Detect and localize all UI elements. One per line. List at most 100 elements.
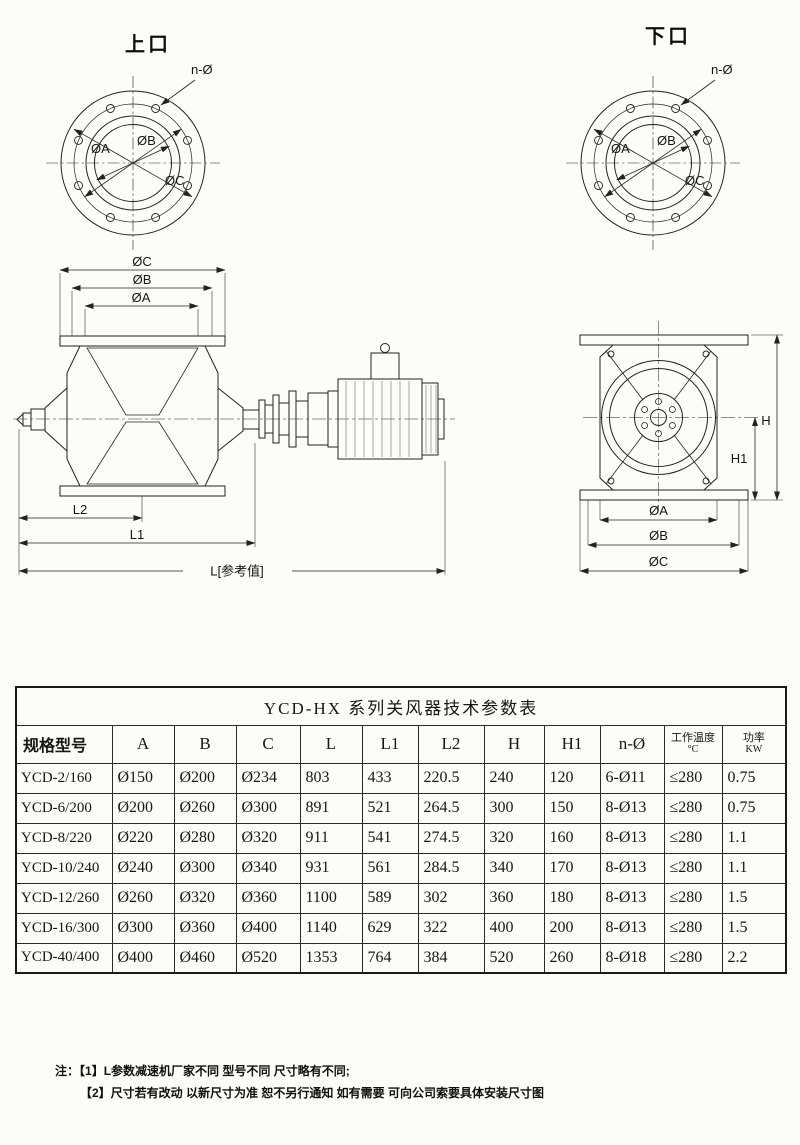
dim-label-dia-c: ØC (685, 173, 705, 188)
note-text-1: 【1】L参数减速机厂家不同 型号不同 尺寸略有不同; (79, 1064, 350, 1078)
col-header-b: B (173, 724, 237, 764)
value-cell: ≤280 (663, 792, 723, 824)
dim-label-h: H (761, 413, 770, 428)
bottom-port-flange-drawing: n-Ø ØA ØB ØC (566, 62, 740, 250)
value-cell: 360 (483, 882, 545, 914)
power-header-line1: 功率 (742, 732, 765, 744)
value-cell: Ø520 (235, 942, 301, 974)
note-prefix: 注： (55, 1064, 80, 1078)
valve-body-outline (59, 335, 226, 497)
value-cell: 8-Ø13 (599, 852, 665, 884)
top-port-title: 上口 (125, 34, 171, 56)
value-cell: 220.5 (417, 762, 485, 794)
bottom-port-title: 下口 (645, 26, 691, 48)
note-text-2: 【2】尺寸若有改动 以新尺寸为准 恕不另行通知 如有需要 可向公司索要具体安装尺… (80, 1086, 545, 1100)
value-cell: 264.5 (417, 792, 485, 824)
dim-label-dia-b: ØB (137, 133, 156, 148)
motor-assembly (337, 343, 445, 460)
value-cell: 589 (361, 882, 419, 914)
value-cell: 200 (543, 912, 601, 944)
bottom-extension-lines (18, 429, 446, 575)
col-header-c: C (235, 724, 301, 764)
value-cell: 764 (361, 942, 419, 974)
value-cell: Ø240 (111, 852, 175, 884)
value-cell: Ø460 (173, 942, 237, 974)
value-cell: Ø260 (111, 882, 175, 914)
value-cell: Ø340 (235, 852, 301, 884)
model-cell: YCD-40/400 (15, 942, 113, 974)
value-cell: Ø360 (173, 912, 237, 944)
dim-label-dia-b: ØB (657, 133, 676, 148)
value-cell: 0.75 (721, 762, 787, 794)
col-header-a: A (111, 724, 175, 764)
dim-label-dia-c: ØC (649, 554, 669, 569)
value-cell: Ø320 (235, 822, 301, 854)
col-header-temp: 工作温度 °C (663, 724, 723, 764)
dim-label-dia-a: ØA (649, 503, 668, 518)
model-cell: YCD-8/220 (15, 822, 113, 854)
value-cell: 803 (299, 762, 363, 794)
value-cell: 1353 (299, 942, 363, 974)
dim-label-n-holes: n-Ø (711, 62, 733, 77)
value-cell: 302 (417, 882, 485, 914)
value-cell: 1100 (299, 882, 363, 914)
value-cell: 160 (543, 822, 601, 854)
value-cell: 384 (417, 942, 485, 974)
note-line-2: 【2】尺寸若有改动 以新尺寸为准 恕不另行通知 如有需要 可向公司索要具体安装尺… (55, 1082, 544, 1104)
value-cell: 1.1 (721, 852, 787, 884)
col-header-h: H (483, 724, 545, 764)
table-title-row: YCD-HX 系列关风器技术参数表 (15, 686, 787, 726)
value-cell: ≤280 (663, 822, 723, 854)
value-cell: 260 (543, 942, 601, 974)
col-header-model: 规格型号 (15, 724, 113, 764)
model-cell: YCD-6/200 (15, 792, 113, 824)
temp-header-line2: °C (687, 744, 699, 755)
dim-label-n-holes: n-Ø (191, 62, 213, 77)
spec-table: YCD-HX 系列关风器技术参数表 规格型号 A B C L L1 L2 H H… (15, 686, 788, 974)
value-cell: Ø300 (173, 852, 237, 884)
value-cell: 931 (299, 852, 363, 884)
col-header-l1: L1 (361, 724, 419, 764)
col-header-n-holes: n-Ø (599, 724, 665, 764)
value-cell: 340 (483, 852, 545, 884)
value-cell: Ø400 (111, 942, 175, 974)
value-cell: ≤280 (663, 852, 723, 884)
bottom-dimension-lines (18, 515, 446, 574)
value-cell: 2.2 (721, 942, 787, 974)
value-cell: 541 (361, 822, 419, 854)
value-cell: 6-Ø11 (599, 762, 665, 794)
width-dimension-lines (579, 517, 749, 574)
value-cell: 521 (361, 792, 419, 824)
value-cell: 911 (299, 822, 363, 854)
value-cell: ≤280 (663, 912, 723, 944)
top-dimension-lines (59, 267, 226, 309)
value-cell: 561 (361, 852, 419, 884)
model-cell: YCD-12/260 (15, 882, 113, 914)
temp-header-line1: 工作温度 (671, 732, 715, 744)
value-cell: 1.5 (721, 912, 787, 944)
value-cell: Ø150 (111, 762, 175, 794)
value-cell: 1.1 (721, 822, 787, 854)
value-cell: 8-Ø13 (599, 792, 665, 824)
dim-label-dia-b: ØB (133, 272, 152, 287)
value-cell: 1140 (299, 912, 363, 944)
value-cell: 320 (483, 822, 545, 854)
col-header-power: 功率 KW (721, 724, 787, 764)
notes: 注：【1】L参数减速机厂家不同 型号不同 尺寸略有不同; 【2】尺寸若有改动 以… (55, 1060, 544, 1104)
table-title: YCD-HX 系列关风器技术参数表 (15, 686, 787, 726)
value-cell: ≤280 (663, 762, 723, 794)
note-line-1: 注：【1】L参数减速机厂家不同 型号不同 尺寸略有不同; (55, 1060, 544, 1082)
value-cell: ≤280 (663, 942, 723, 974)
dim-label-h1: H1 (731, 451, 748, 466)
value-cell: 8-Ø18 (599, 942, 665, 974)
value-cell: 891 (299, 792, 363, 824)
value-cell: Ø400 (235, 912, 301, 944)
value-cell: ≤280 (663, 882, 723, 914)
value-cell: 1.5 (721, 882, 787, 914)
value-cell: 300 (483, 792, 545, 824)
front-view-drawing: H H1 ØA ØB ØC (579, 321, 783, 574)
height-dimension-lines (752, 334, 780, 501)
side-view-drawing: ØC ØB ØA L2 L1 L[参考值] (13, 254, 455, 579)
